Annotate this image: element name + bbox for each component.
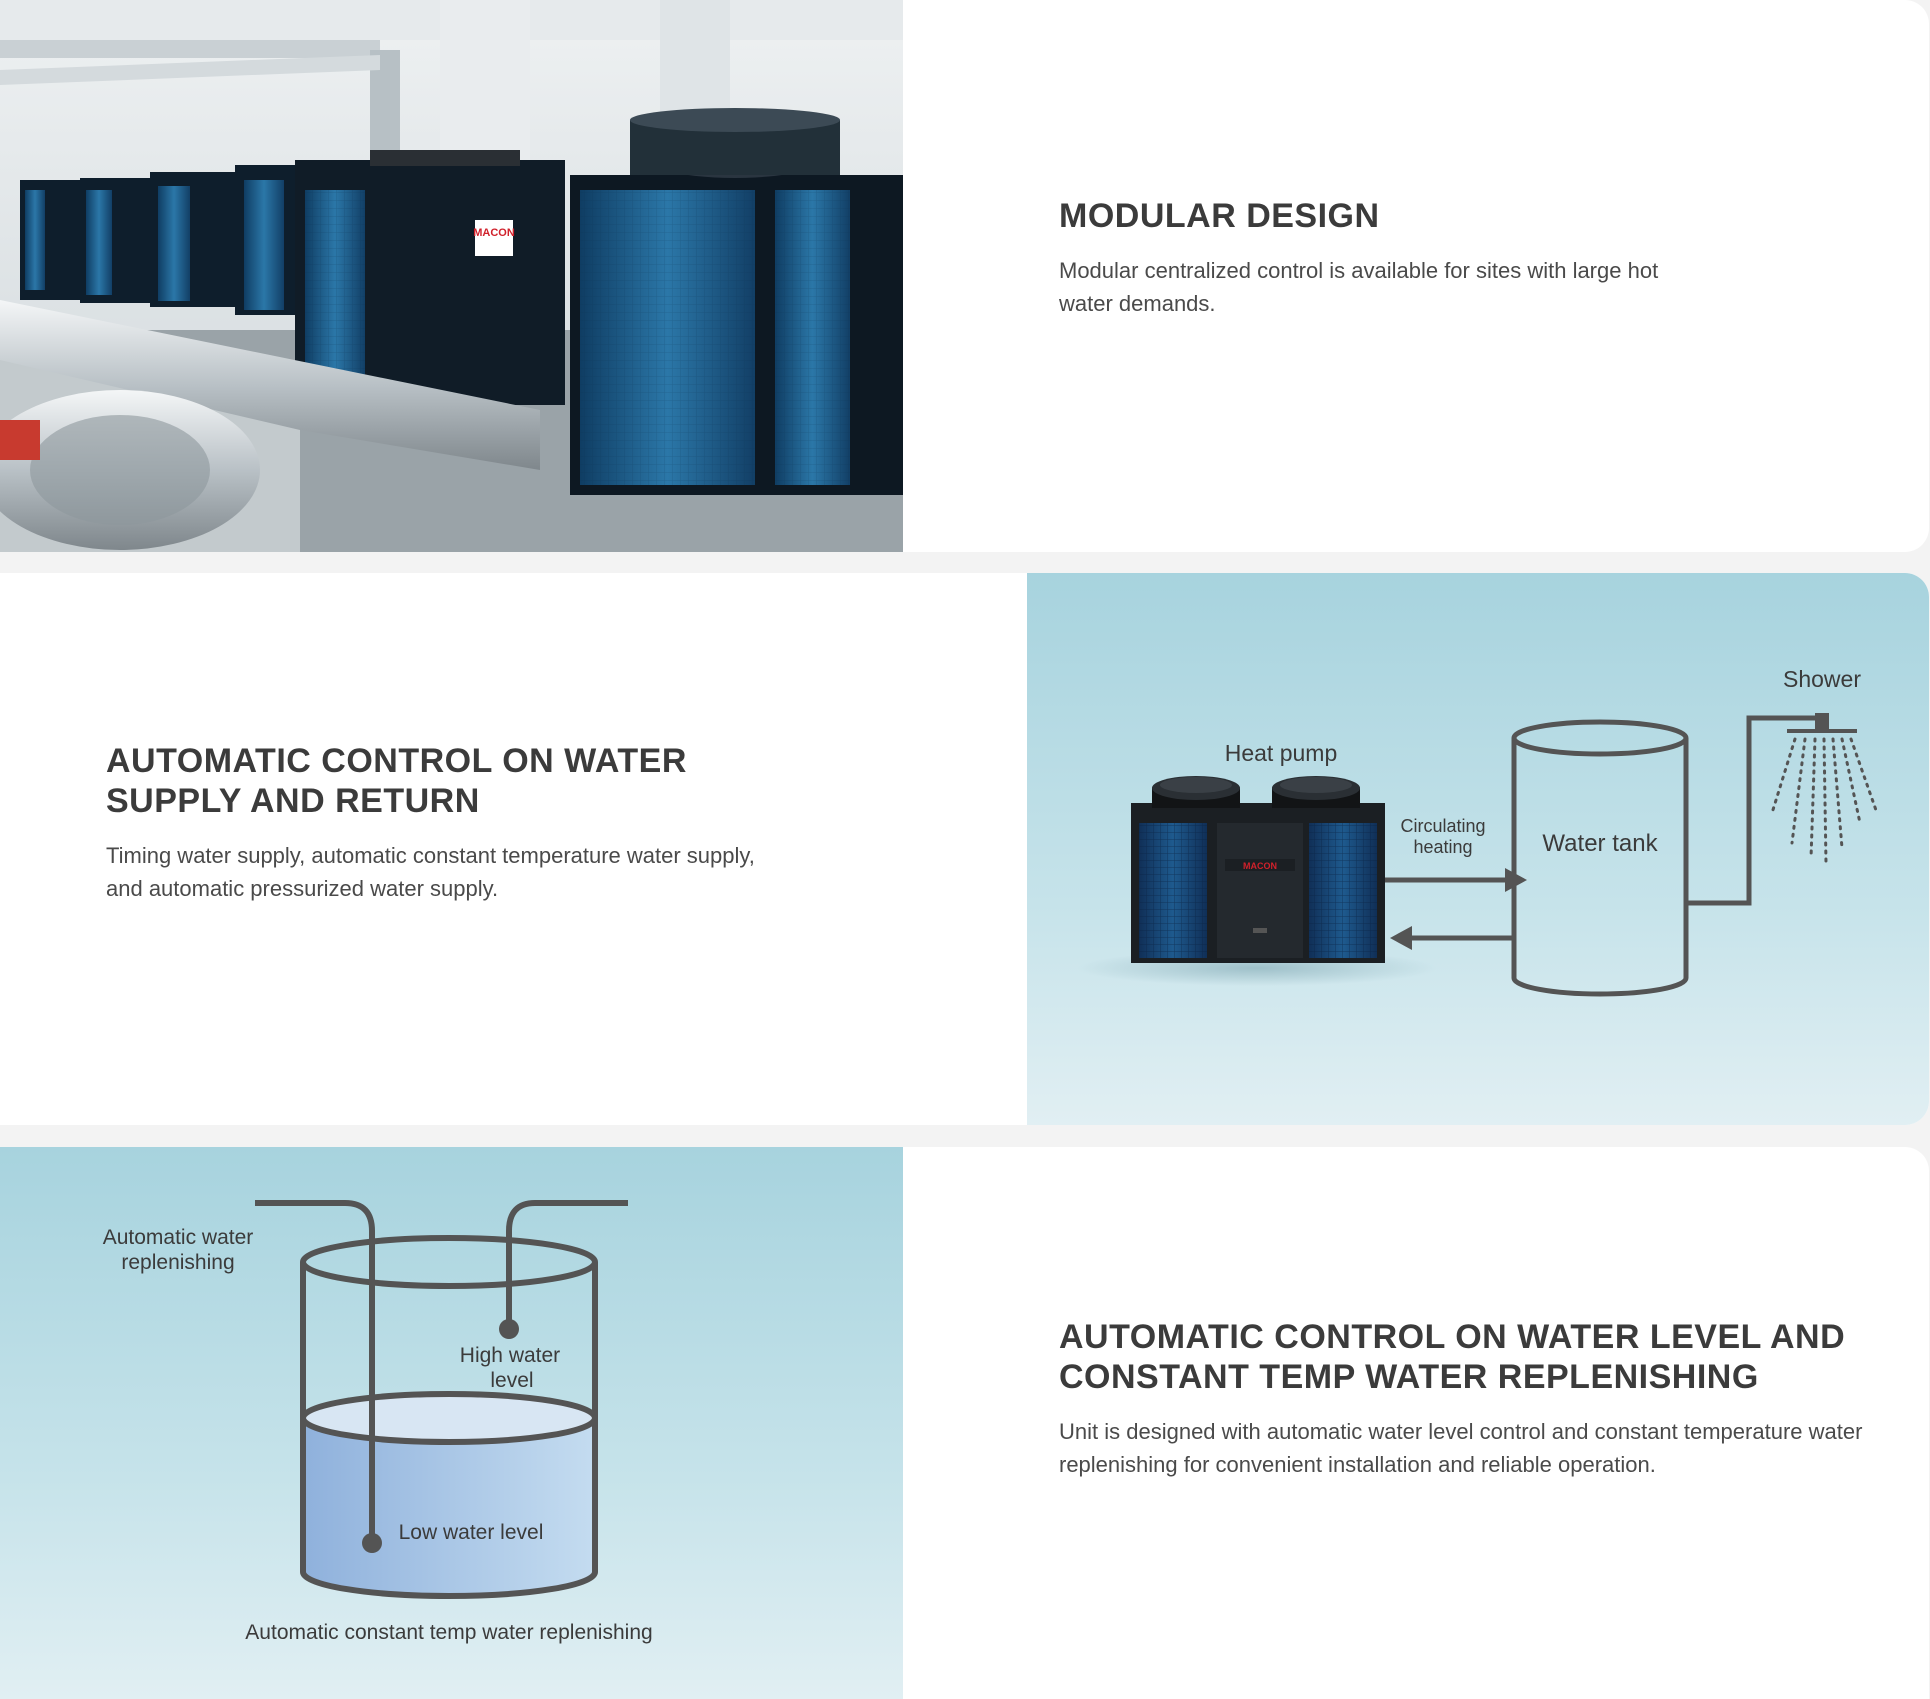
water-surface [303,1394,595,1442]
high-level-label-line1: High water [460,1344,560,1367]
shower-label: Shower [1783,666,1861,692]
water-level-card: Automatic water replenishing High water … [0,1147,1929,1699]
section-title: MODULAR DESIGN [1059,197,1380,235]
supply-return-diagram: Heat pump MACON Circula [1027,573,1929,1125]
supply-return-diagram-svg: Heat pump MACON Circula [1077,666,1879,997]
section-title: AUTOMATIC CONTROL ON WATER LEVEL AND CON… [1059,1318,1846,1396]
shower-pipe [1686,715,1822,906]
macon-sign-text: MACON [473,227,515,239]
replenish-inlet-pipe [255,1200,375,1540]
brand-logo-text: MACON [1243,861,1277,871]
section-title: AUTOMATIC CONTROL ON WATER SUPPLY AND RE… [106,742,687,820]
heat-pump-row-illustration: MACON [0,0,903,552]
water-supply-return-text: AUTOMATIC CONTROL ON WATER SUPPLY AND RE… [106,741,786,905]
water-level-diagram-svg: Automatic water replenishing High water … [103,1200,653,1644]
heat-pump-label: Heat pump [1225,740,1338,766]
heat-pump-installation-photo: MACON [0,0,903,552]
section-description: Unit is designed with automatic water le… [1059,1419,1863,1477]
modular-design-card: MACON MODULAR DESIGN Modular centralized… [0,0,1929,552]
low-level-sensor [362,1533,382,1553]
water-tank-label: Water tank [1542,830,1658,857]
water-tank-shape [1511,719,1689,997]
section-description: Modular centralized control is available… [1059,258,1659,316]
low-level-label: Low water level [399,1521,544,1544]
water-supply-return-card: AUTOMATIC CONTROL ON WATER SUPPLY AND RE… [0,573,1929,1125]
water-level-diagram: Automatic water replenishing High water … [0,1147,903,1699]
replenish-caption: Automatic constant temp water replenishi… [245,1621,652,1644]
circulating-label-line2: heating [1413,837,1472,857]
tank-outline [300,1235,598,1599]
shower-head [1815,713,1829,729]
high-level-sensor-pipe [506,1200,628,1327]
return-arrow-head [1390,926,1412,950]
high-level-sensor [499,1319,519,1339]
shower-spray [1770,737,1879,865]
circulating-label-line1: Circulating [1400,816,1485,836]
section-description: Timing water supply, automatic constant … [106,843,755,901]
auto-replenish-label-line2: replenishing [121,1251,234,1274]
high-level-label-line2: level [490,1369,533,1392]
water-level-text: AUTOMATIC CONTROL ON WATER LEVEL AND CON… [1059,1317,1879,1481]
heat-pump-unit: MACON [1077,776,1437,986]
modular-design-text: MODULAR DESIGN Modular centralized contr… [1059,196,1679,320]
auto-replenish-label-line1: Automatic water [103,1226,254,1249]
